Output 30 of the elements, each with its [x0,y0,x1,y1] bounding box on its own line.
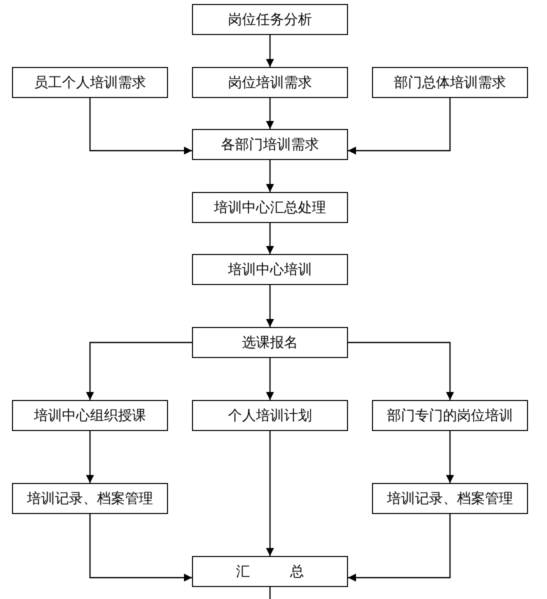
process-box: 部门总体培训需求 [372,67,528,98]
arrow [348,514,451,582]
arrow [266,98,274,129]
process-box: 岗位培训需求 [192,67,348,98]
arrow [89,98,192,155]
arrow [266,358,274,400]
process-box: 选课报名 [192,327,348,358]
arrow [348,342,454,400]
arrow [266,431,274,556]
arrow [86,431,94,483]
process-box: 培训中心组织授课 [12,400,168,431]
process-box: 个人培训计划 [192,400,348,431]
arrow [266,35,274,67]
arrow [348,98,451,155]
process-box: 汇总 [192,556,348,587]
process-box: 培训中心汇总处理 [192,192,348,223]
connector-line [269,587,271,599]
process-box: 员工个人培训需求 [12,67,168,98]
process-box: 岗位任务分析 [192,4,348,35]
process-box: 培训记录、档案管理 [372,483,528,514]
process-box: 部门专门的岗位培训 [372,400,528,431]
arrow [266,160,274,192]
arrow [89,514,192,582]
arrow [446,431,454,483]
arrow [266,223,274,254]
process-box: 培训中心培训 [192,254,348,285]
process-box: 各部门培训需求 [192,129,348,160]
process-box: 培训记录、档案管理 [12,483,168,514]
arrow [86,342,192,400]
arrow [266,285,274,327]
